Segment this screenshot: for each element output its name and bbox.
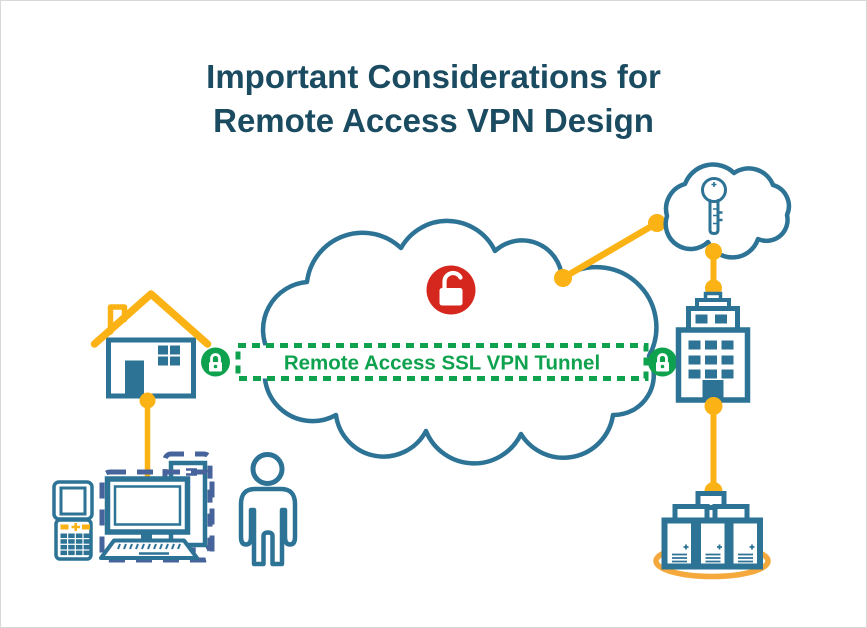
connector-keycloud-to-building (705, 243, 722, 297)
building-door (702, 380, 724, 400)
ssl-vpn-tunnel: Remote Access SSL VPN Tunnel (235, 343, 649, 381)
house-door (125, 360, 144, 396)
key-cloud-icon (663, 162, 792, 260)
title-line-1: Important Considerations for (206, 58, 661, 95)
internet-cloud-icon (260, 218, 659, 466)
person-icon (238, 452, 298, 567)
desktop-computer-icon (99, 451, 215, 563)
tunnel-label: Remote Access SSL VPN Tunnel (284, 352, 600, 375)
phone-keypad (60, 533, 91, 556)
unlocked-padlock-icon (426, 265, 476, 315)
house-window (158, 345, 180, 366)
connector-building-to-servers (704, 397, 723, 500)
mobile-phone-icon (52, 480, 94, 561)
building-windows (688, 340, 734, 379)
page-title: Important Considerations for Remote Acce… (1, 55, 866, 142)
title-line-2: Remote Access VPN Design (213, 101, 654, 139)
ssl-lock-right-icon (648, 347, 677, 377)
ssl-lock-left-icon (201, 347, 230, 377)
server-cluster-icon (653, 491, 771, 580)
house-icon (90, 290, 212, 399)
connector-cloud-to-keycloud (554, 214, 666, 287)
office-building-icon (675, 291, 751, 403)
key-icon (701, 177, 727, 235)
